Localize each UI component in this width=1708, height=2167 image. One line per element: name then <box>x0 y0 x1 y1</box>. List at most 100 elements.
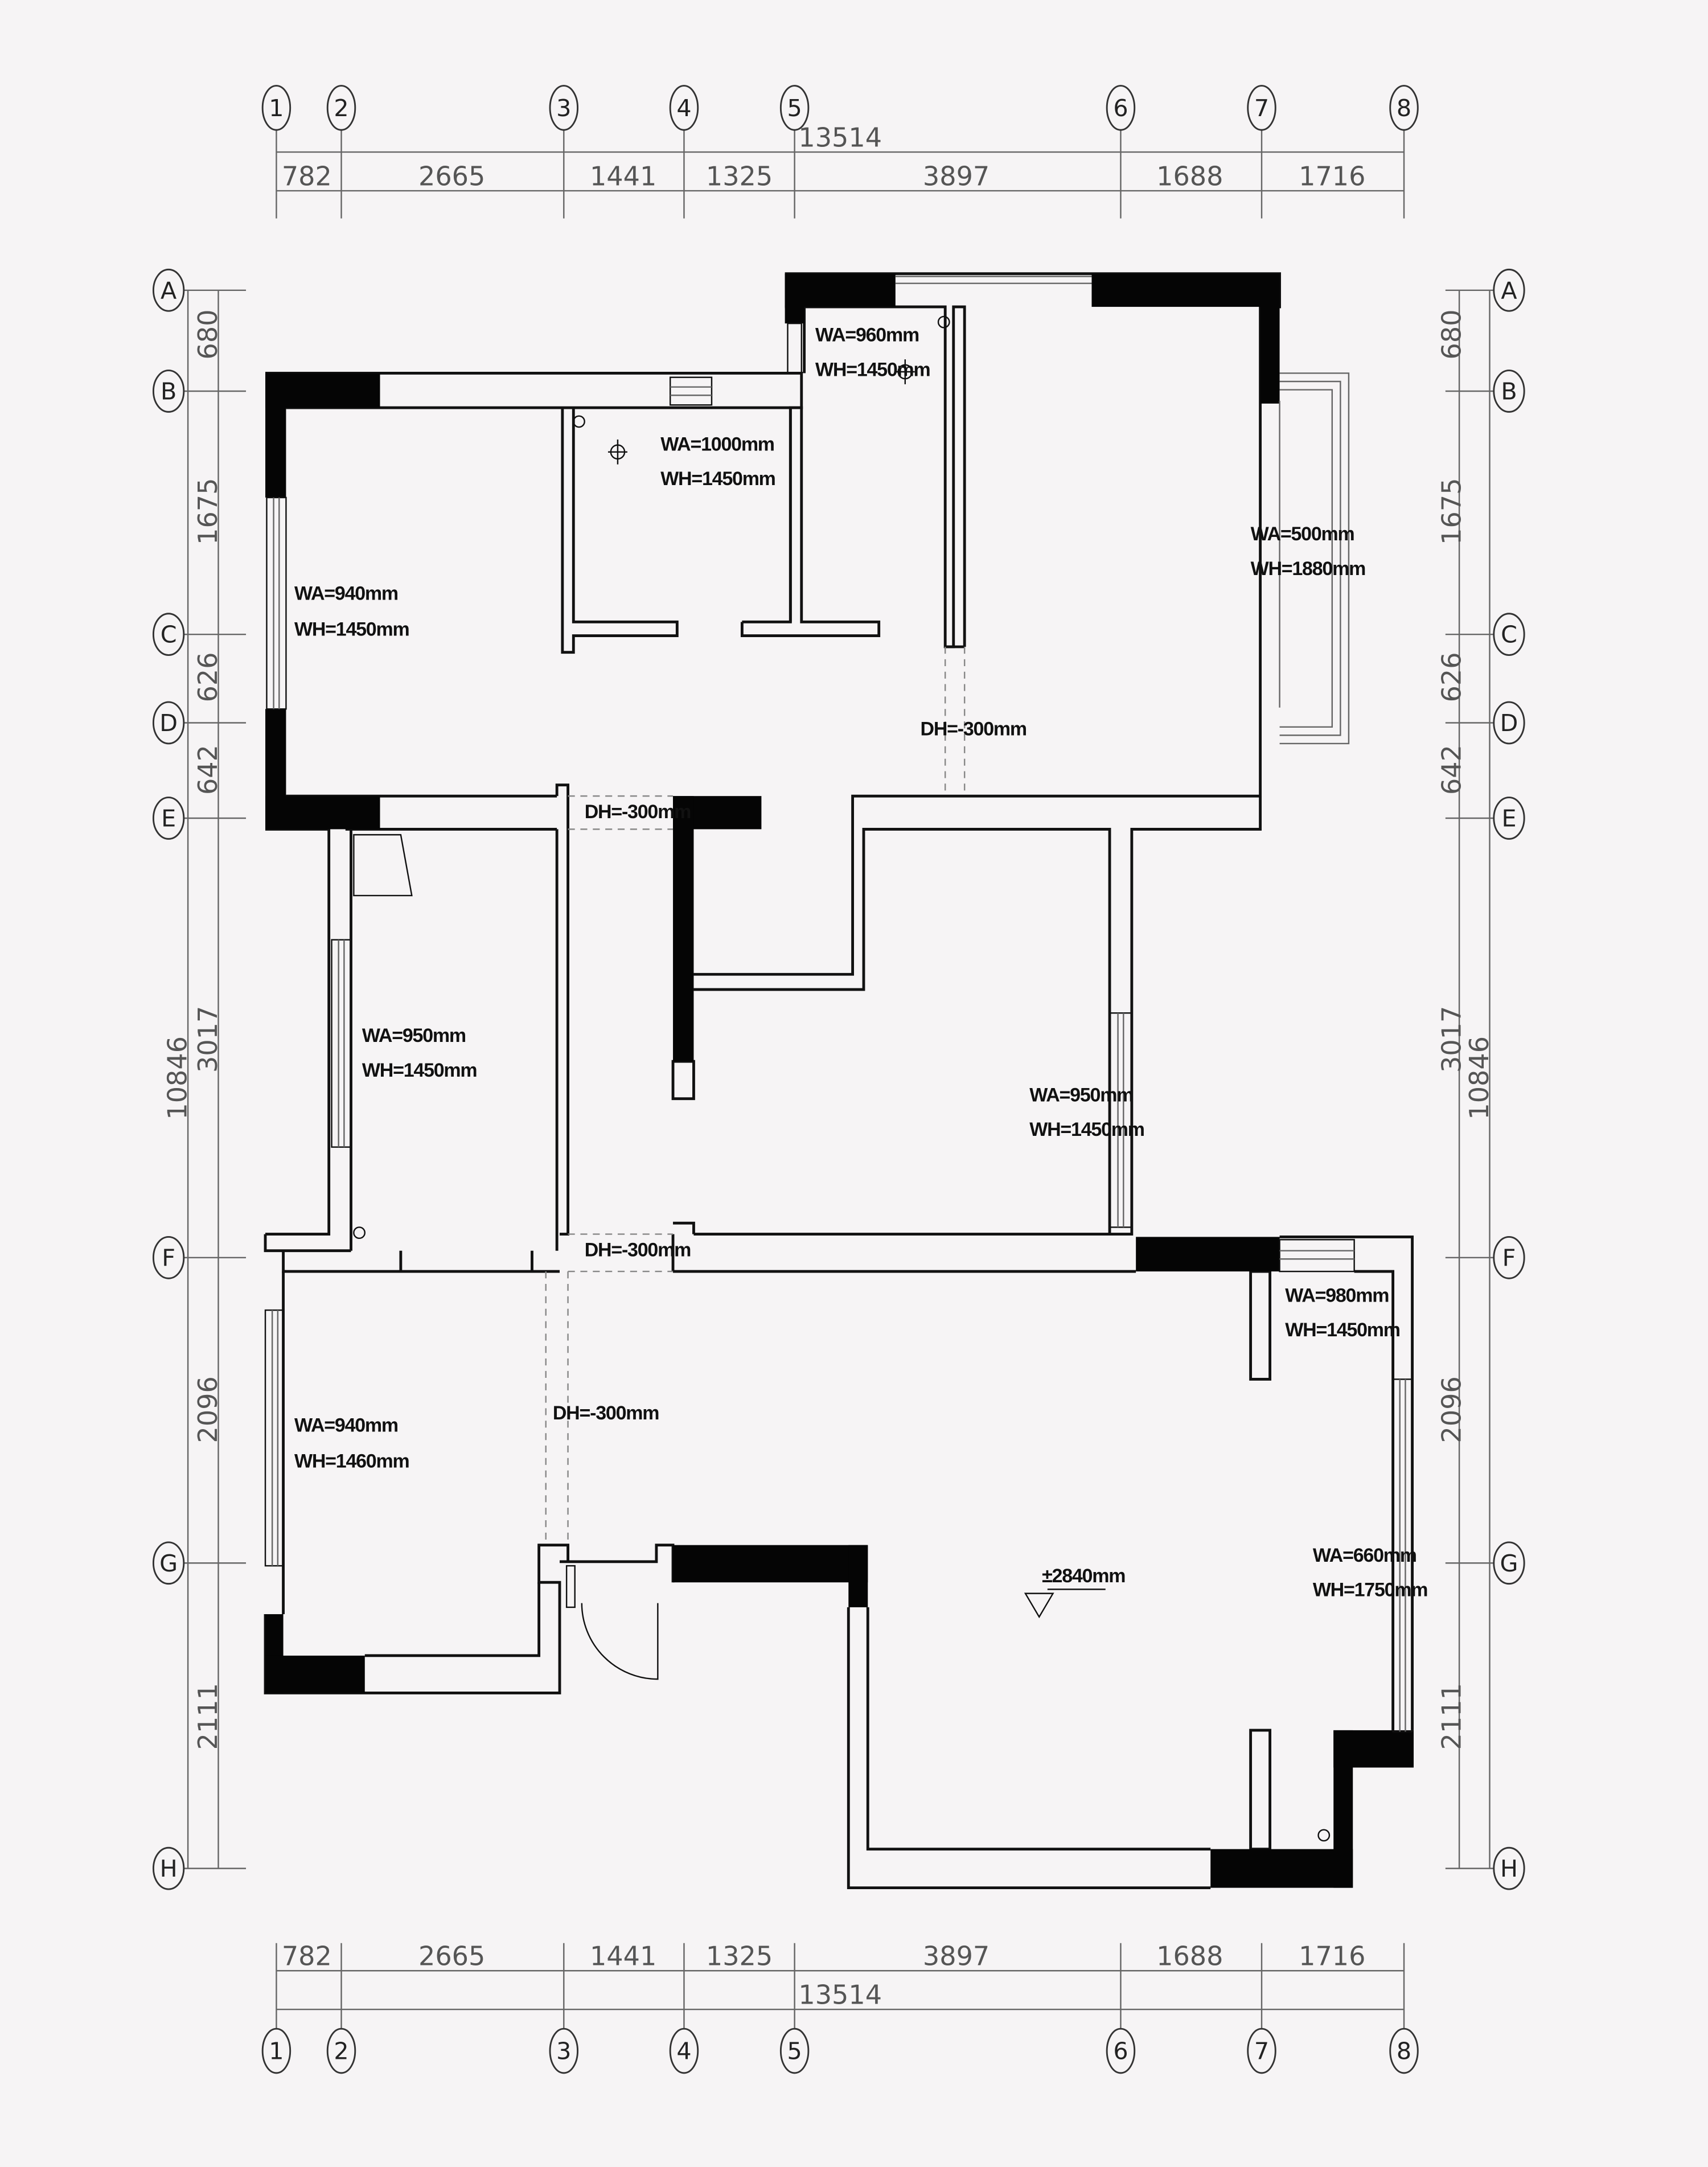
svg-text:8: 8 <box>1397 95 1411 122</box>
svg-text:1: 1 <box>269 95 284 122</box>
dim-left-5: 3017 <box>192 1006 223 1073</box>
axis-bubble-row-D: D <box>1493 701 1525 745</box>
svg-text:5: 5 <box>787 95 802 122</box>
dim-right-total: 10846 <box>1464 1036 1494 1120</box>
svg-text:3: 3 <box>556 2038 571 2065</box>
axis-bubble-col-2: 2 <box>326 85 356 131</box>
window-width-label: WA=950mm <box>362 1025 466 1046</box>
door-head-label: DH=-300mm <box>585 1239 691 1261</box>
axis-bubble-col-6: 6 <box>1106 85 1136 131</box>
ceiling-light-icon <box>895 359 915 384</box>
window-height-label: WH=1450mm <box>294 619 409 641</box>
svg-text:D: D <box>159 709 178 737</box>
dim-top-5: 3897 <box>923 161 990 191</box>
axis-bubble-row-C: C <box>1493 613 1525 656</box>
dim-top-7: 1716 <box>1299 161 1365 191</box>
dim-top-total: 13514 <box>798 122 882 153</box>
water-heater-icon <box>353 834 413 897</box>
dim-right-4: 642 <box>1436 745 1467 795</box>
window-width-label: WA=1000mm <box>660 433 774 455</box>
axis-bubble-col-5: 5 <box>779 85 810 131</box>
svg-text:C: C <box>1501 621 1517 649</box>
svg-text:7: 7 <box>1254 95 1269 122</box>
dim-bottom-6: 1688 <box>1156 1941 1223 1972</box>
svg-text:H: H <box>1500 1855 1518 1882</box>
dim-bottom-5: 3897 <box>923 1941 990 1972</box>
dim-bottom-1: 782 <box>282 1941 332 1972</box>
axis-bubble-row-G: G <box>152 1541 185 1585</box>
axis-bubble-row-F: F <box>1493 1236 1525 1279</box>
window-height-label: WH=1450mm <box>362 1060 477 1081</box>
axis-bubble-col-7: 7 <box>1247 85 1276 131</box>
axis-bubble-row-A: A <box>152 268 185 312</box>
svg-text:H: H <box>160 1855 178 1882</box>
door-head-label: DH=-300mm <box>553 1402 659 1424</box>
svg-text:D: D <box>1500 709 1518 737</box>
window-width-label: WA=960mm <box>815 325 919 346</box>
dim-right-2: 1675 <box>1436 478 1467 544</box>
structural-columns <box>265 273 1414 1888</box>
dim-top-3: 1441 <box>590 161 656 191</box>
axis-bubble-col-1: 1 <box>261 85 291 131</box>
axis-bubble-col-4: 4 <box>669 2028 699 2074</box>
dim-left-6: 2096 <box>192 1376 223 1443</box>
svg-text:2: 2 <box>334 95 348 122</box>
window-width-label: WA=940mm <box>294 1415 398 1437</box>
axis-bubble-col-8: 8 <box>1389 2028 1419 2074</box>
axis-bubble-col-1: 1 <box>261 2028 291 2074</box>
dim-bottom-2: 2665 <box>418 1941 485 1972</box>
svg-text:G: G <box>159 1550 178 1577</box>
dim-top-2: 2665 <box>418 161 485 191</box>
svg-text:6: 6 <box>1113 95 1128 122</box>
dim-top-4: 1325 <box>706 161 773 191</box>
axis-bubble-row-D: D <box>152 701 185 745</box>
dim-bottom-4: 1325 <box>706 1941 773 1972</box>
svg-text:E: E <box>1501 805 1516 832</box>
dim-bottom-total: 13514 <box>798 1980 882 2010</box>
dim-bottom-7: 1716 <box>1299 1941 1365 1972</box>
axis-bubble-row-C: C <box>152 613 185 656</box>
axis-bubble-row-H: H <box>1493 1846 1525 1890</box>
dim-left-total: 10846 <box>162 1036 193 1120</box>
window-width-label: WA=980mm <box>1285 1284 1389 1306</box>
dim-right-3: 626 <box>1436 652 1467 702</box>
svg-text:8: 8 <box>1397 2038 1411 2065</box>
svg-text:2: 2 <box>334 2038 348 2065</box>
dimension-labels: 782 2665 1441 1325 3897 1688 1716 13514 … <box>162 122 1494 2010</box>
axis-bubble-col-8: 8 <box>1389 85 1419 131</box>
window-width-label: WA=940mm <box>294 582 398 604</box>
window-height-label: WH=1750mm <box>1313 1579 1427 1600</box>
svg-text:1: 1 <box>269 2038 284 2065</box>
svg-text:B: B <box>161 378 176 405</box>
axis-bubble-row-G: G <box>1493 1541 1525 1585</box>
svg-text:4: 4 <box>676 95 691 122</box>
door-head-label: DH=-300mm <box>921 718 1027 740</box>
drain-icon <box>1317 1829 1331 1842</box>
dim-right-1: 680 <box>1436 309 1467 359</box>
dim-top-6: 1688 <box>1156 161 1223 191</box>
axis-bubble-col-6: 6 <box>1106 2028 1136 2074</box>
axis-bubble-col-7: 7 <box>1247 2028 1276 2074</box>
svg-text:A: A <box>161 277 176 304</box>
window-width-label: WA=950mm <box>1029 1085 1133 1106</box>
dim-right-6: 2096 <box>1436 1376 1467 1443</box>
axis-bubble-col-5: 5 <box>779 2028 810 2074</box>
svg-text:B: B <box>1501 378 1517 405</box>
axis-bubble-col-4: 4 <box>669 85 699 131</box>
svg-text:C: C <box>161 621 177 649</box>
dim-bottom-3: 1441 <box>590 1941 656 1972</box>
drain-icon <box>937 315 950 329</box>
window-height-label: WH=1450mm <box>660 468 775 490</box>
dim-left-2: 1675 <box>192 478 223 544</box>
axis-bubble-col-2: 2 <box>326 2028 356 2074</box>
svg-text:6: 6 <box>1113 2038 1128 2065</box>
floor-elevation-label: ±2840mm <box>1042 1565 1125 1587</box>
axis-bubble-row-E: E <box>152 797 185 840</box>
dim-left-3: 626 <box>192 652 223 702</box>
axis-bubble-row-A: A <box>1493 268 1525 312</box>
door-head-label: DH=-300mm <box>585 801 691 823</box>
svg-text:F: F <box>1502 1244 1516 1271</box>
ceiling-light-icon <box>607 439 627 465</box>
